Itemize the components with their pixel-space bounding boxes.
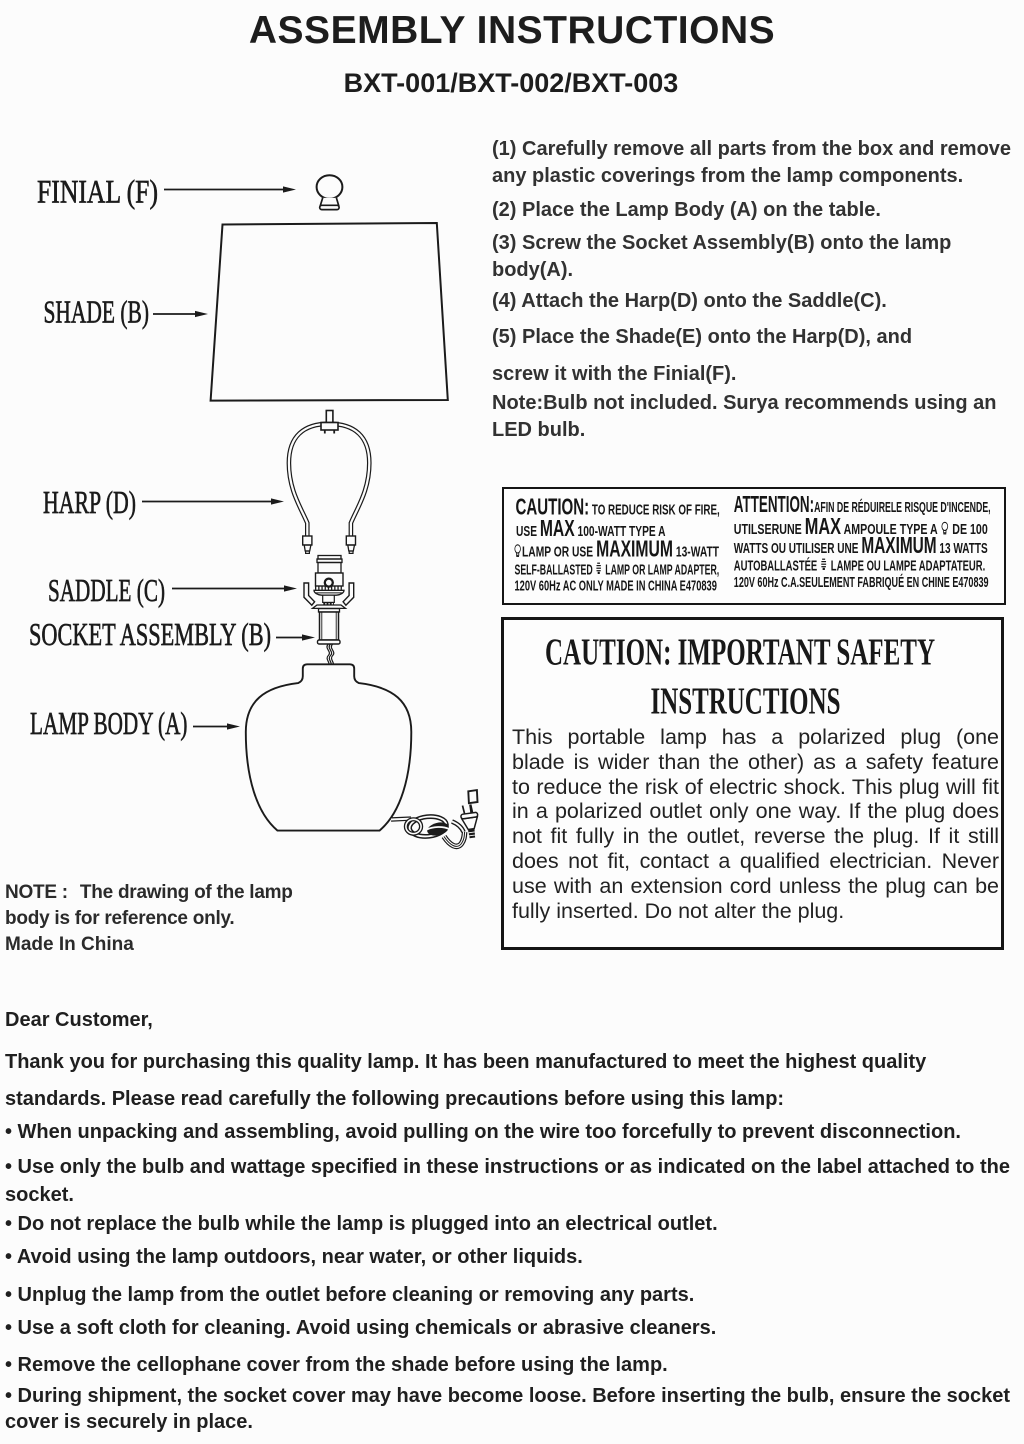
svg-text:AMPOULE TYPE A: AMPOULE TYPE A	[841, 520, 940, 537]
svg-text:MAXIMUM: MAXIMUM	[596, 537, 673, 563]
svg-text:AUTOBALLASTÉE: AUTOBALLASTÉE	[734, 556, 820, 574]
svg-text:LAMP BODY (A): LAMP BODY (A)	[30, 705, 188, 741]
svg-text:INSTRUCTIONS: INSTRUCTIONS	[651, 680, 841, 722]
svg-text:CAUTION:: CAUTION:	[516, 494, 590, 520]
svg-text:SHADE (B): SHADE (B)	[44, 294, 150, 330]
svg-text:AFIN DE RÉDUIRELE RISQUE D'INC: AFIN DE RÉDUIRELE RISQUE D'INCENDE,	[814, 497, 991, 515]
svg-text:MAX: MAX	[805, 514, 842, 539]
svg-text:USE: USE	[516, 522, 540, 540]
svg-text:UTILSERUNE: UTILSERUNE	[734, 520, 805, 537]
svg-text:FINIAL (F): FINIAL (F)	[37, 174, 158, 210]
svg-text:ATTENTION:: ATTENTION:	[734, 491, 814, 517]
svg-text:SELF-BALLASTED: SELF-BALLASTED	[515, 561, 596, 578]
svg-text:LAMP OR USE: LAMP OR USE	[522, 542, 596, 560]
svg-text:SADDLE (C): SADDLE (C)	[48, 572, 165, 608]
svg-text:LAMPE OU LAMPE ADAPTATEUR.: LAMPE OU LAMPE ADAPTATEUR.	[828, 557, 985, 574]
svg-text:MAXIMUM: MAXIMUM	[861, 533, 936, 559]
svg-text:SOCKET ASSEMBLY (B): SOCKET ASSEMBLY (B)	[29, 616, 271, 652]
svg-text:100-WATT TYPE A: 100-WATT TYPE A	[578, 522, 666, 540]
svg-text:MAX: MAX	[540, 516, 575, 542]
svg-text:120V 60Hz AC ONLY MADE IN CHIN: 120V 60Hz AC ONLY MADE IN CHINA E470839	[515, 577, 717, 594]
svg-text:DE 100: DE 100	[949, 520, 987, 537]
svg-text:LAMP OR LAMP ADAPTER,: LAMP OR LAMP ADAPTER,	[603, 561, 719, 578]
svg-text:CAUTION: IMPORTANT SAFETY: CAUTION: IMPORTANT SAFETY	[545, 631, 935, 673]
svg-text:120V 60Hz C.A.SEULEMENT FABRIQ: 120V 60Hz C.A.SEULEMENT FABRIQUÉ EN CHIN…	[734, 572, 989, 590]
svg-text:TO REDUCE RISK OF FIRE,: TO REDUCE RISK OF FIRE,	[592, 501, 720, 518]
svg-text:13 WATTS: 13 WATTS	[937, 539, 988, 557]
svg-text:HARP (D): HARP (D)	[43, 484, 136, 520]
svg-text:13-WATT: 13-WATT	[676, 542, 719, 560]
svg-text:WATTS OU UTILISER UNE: WATTS OU UTILISER UNE	[734, 539, 861, 557]
